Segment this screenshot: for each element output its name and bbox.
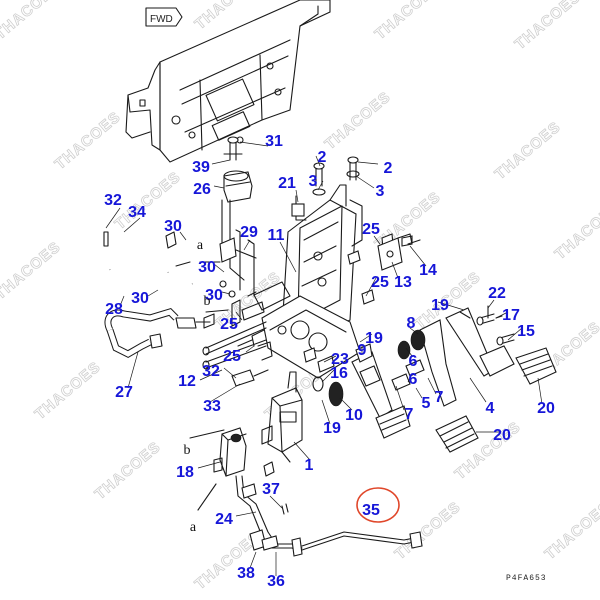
- callout-c21: 21: [278, 175, 296, 192]
- spring-10: [328, 381, 344, 407]
- callout-c36: 36: [267, 573, 285, 590]
- pedal-stop-bolts: [476, 305, 515, 346]
- callout-c14: 14: [419, 262, 437, 279]
- route-letter-lb2: b: [184, 443, 191, 458]
- spring-16: [312, 376, 324, 392]
- callout-c31: 31: [265, 133, 283, 150]
- callout-c39: 39: [192, 159, 210, 176]
- watermark-2: THACOES: [372, 0, 444, 43]
- spring-8: [410, 329, 426, 351]
- callout-c18: 18: [176, 464, 194, 481]
- route-letter-la2: a: [190, 520, 197, 535]
- callout-c19c: 19: [323, 420, 341, 437]
- route-letter-la1: a: [197, 238, 204, 253]
- callout-c32b: 32: [202, 363, 220, 380]
- callout-c30c: 30: [131, 290, 149, 307]
- routing-lines: [189, 261, 229, 511]
- callout-c20b: 20: [493, 427, 511, 444]
- callout-c7a: 7: [435, 389, 444, 406]
- callout-c3a: 3: [309, 173, 318, 190]
- hose-28: [103, 231, 194, 301]
- callout-c9: 9: [358, 342, 367, 359]
- watermark-10: THACOES: [552, 198, 600, 263]
- callout-c29: 29: [240, 224, 258, 241]
- callout-c15: 15: [517, 323, 535, 340]
- callout-c30b: 30: [198, 259, 216, 276]
- rod-29: [235, 229, 257, 297]
- callout-c19a: 19: [431, 297, 449, 314]
- pins-and-bushings: [303, 233, 425, 391]
- callout-c4: 4: [486, 400, 495, 417]
- callout-c2a: 2: [318, 149, 327, 166]
- spring-6: [397, 340, 411, 360]
- callout-c25d: 25: [223, 348, 241, 365]
- watermark-15: THACOES: [92, 438, 164, 503]
- valve-18-assembly: [213, 427, 423, 557]
- callout-c10: 10: [345, 407, 363, 424]
- leader-lines: [105, 141, 543, 576]
- callout-c1: 1: [305, 457, 314, 474]
- callout-c3b: 3: [376, 183, 385, 200]
- route-letter-lb1: b: [204, 294, 211, 309]
- callout-c23: 23: [331, 351, 349, 368]
- callout-c17: 17: [502, 307, 520, 324]
- cab-frame: [125, 0, 331, 163]
- watermark-19: THACOES: [392, 498, 464, 563]
- route-letter-layer: a b b a: [184, 238, 211, 535]
- callout-c30d: 30: [205, 287, 223, 304]
- return-springs: [312, 329, 426, 407]
- drawing-code: P4FA653: [506, 574, 547, 583]
- callout-c20a: 20: [537, 400, 555, 417]
- callout-c25a: 25: [362, 221, 380, 238]
- callout-c25b: 25: [371, 274, 389, 291]
- callout-c26: 26: [193, 181, 211, 198]
- watermark-20: THACOES: [542, 498, 600, 563]
- callout-c2b: 2: [384, 160, 393, 177]
- watermark-11: THACOES: [32, 358, 104, 423]
- callout-c30a: 30: [164, 218, 182, 235]
- callout-c38: 38: [237, 565, 255, 582]
- watermark-3: THACOES: [512, 0, 584, 53]
- callout-c27: 27: [115, 384, 133, 401]
- brake-pedals: [351, 307, 557, 453]
- callout-c28: 28: [105, 301, 123, 318]
- callout-c13: 13: [394, 274, 412, 291]
- fwd-label: FWD: [150, 14, 173, 25]
- callout-c24: 24: [215, 511, 233, 528]
- reservoir-assembly: [219, 136, 253, 281]
- callout-c7b: 7: [405, 406, 414, 423]
- base-plate: [247, 281, 361, 379]
- bracket-13: [377, 233, 421, 271]
- callout-c22: 22: [488, 285, 506, 302]
- callout-c11: 11: [268, 227, 285, 244]
- callout-c25c: 25: [220, 316, 238, 333]
- callout-c34: 34: [128, 204, 146, 221]
- hose-27: [104, 308, 211, 358]
- watermark-7: THACOES: [0, 238, 64, 303]
- callout-c6b: 6: [409, 371, 418, 388]
- callout-c12: 12: [178, 373, 196, 390]
- brake-valve: [261, 371, 303, 463]
- watermark-5: THACOES: [322, 88, 394, 153]
- callout-c5: 5: [422, 395, 431, 412]
- callout-c16: 16: [330, 365, 348, 382]
- fwd-arrow-indicator: FWD: [145, 7, 183, 27]
- callout-c37: 37: [262, 481, 280, 498]
- brake-tubes: [202, 280, 273, 387]
- watermark-4: THACOES: [52, 108, 124, 173]
- callout-c32a: 32: [104, 192, 122, 209]
- callout-layer: 1223345667789101112131415161718191919202…: [104, 133, 555, 590]
- watermark-6: THACOES: [492, 118, 564, 183]
- callout-c8: 8: [407, 315, 416, 332]
- callout-c35: 35: [362, 502, 380, 519]
- highlight-circle: [356, 487, 400, 523]
- callout-c33: 33: [203, 398, 221, 415]
- watermark-0: THACOES: [0, 0, 64, 43]
- callout-c6a: 6: [409, 353, 418, 370]
- callout-c19b: 19: [365, 330, 383, 347]
